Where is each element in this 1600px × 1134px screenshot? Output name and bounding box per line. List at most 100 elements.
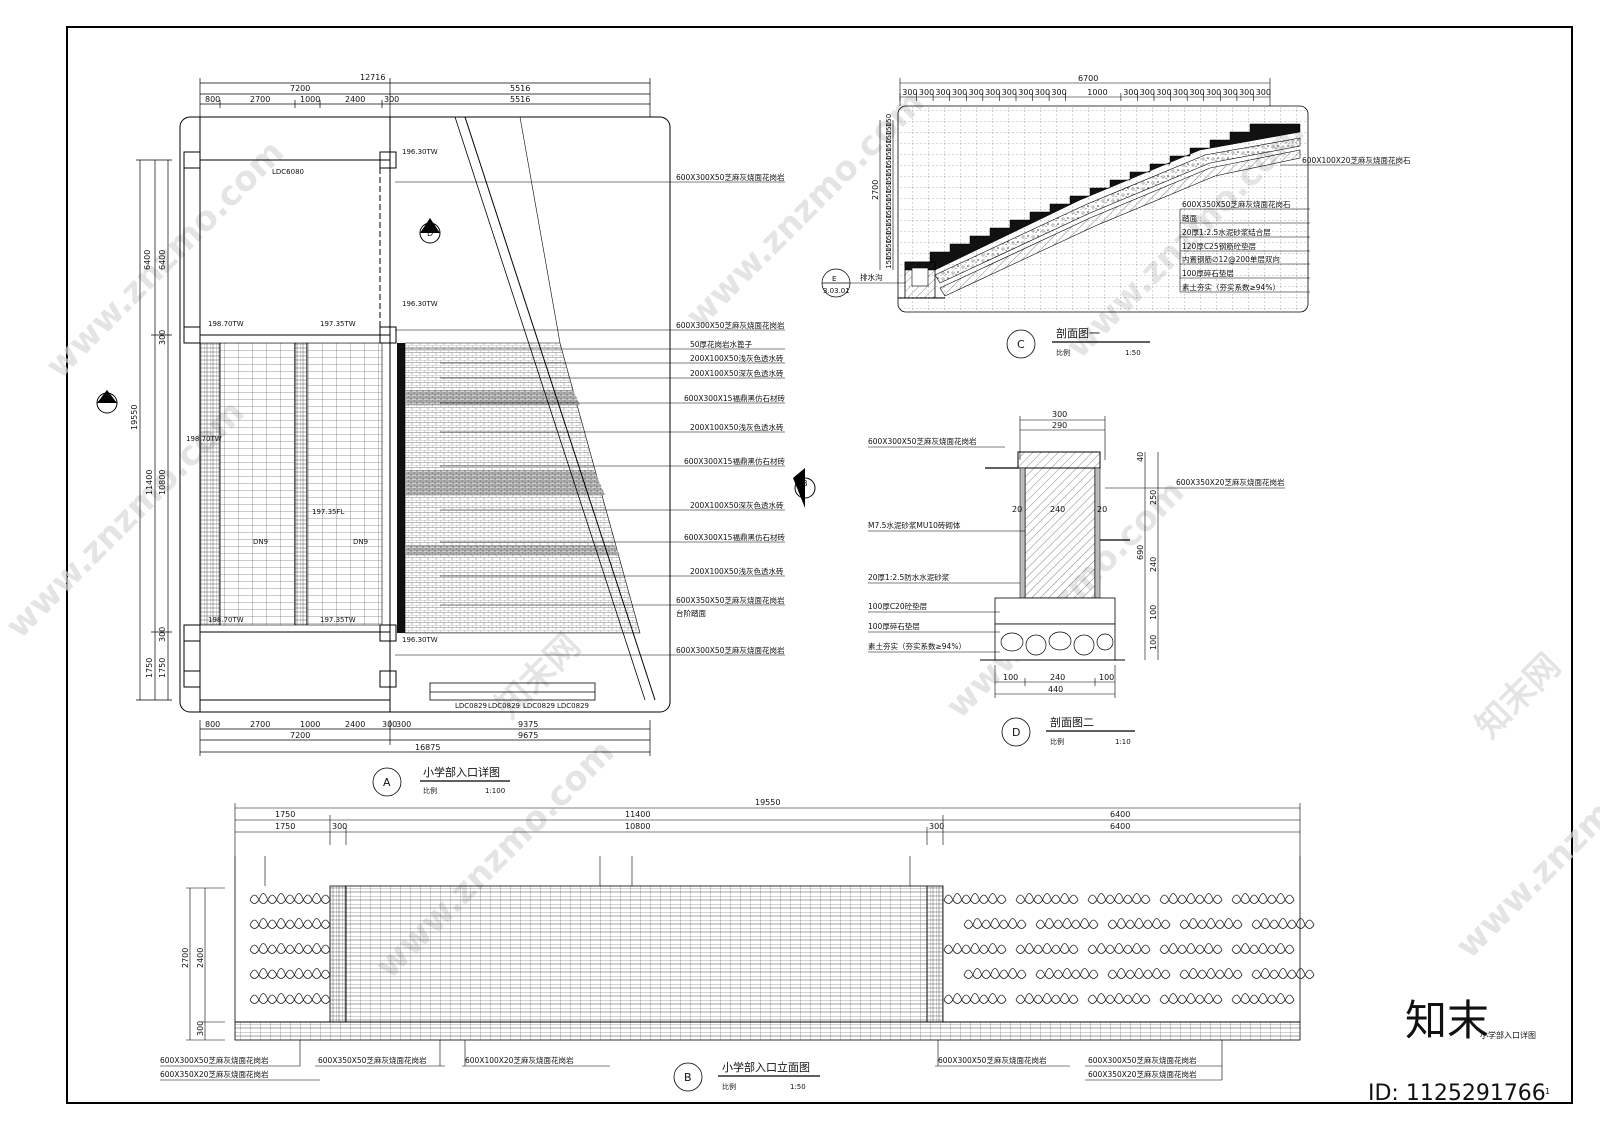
scale-label: 比例 (1050, 737, 1064, 746)
section-c-annotation: 素土夯实（夯实系数≥94%） (1182, 282, 1280, 292)
dimension: 20 (1012, 505, 1022, 514)
dimension: 300 (1256, 88, 1271, 97)
dimension: 690 (1136, 545, 1145, 560)
elevation-b-leaders (160, 1040, 1223, 1081)
plan-a-annotation: 50厚花岗岩水篦子 (690, 339, 753, 349)
shrub (943, 943, 1007, 954)
section-d-cap (1017, 451, 1101, 469)
dimension: 10800 (158, 470, 167, 495)
plan-a-annotation: 200X100X50浅灰色透水砖 (690, 566, 784, 576)
dimension: 9675 (518, 731, 538, 740)
section-c-annotation: 100厚碎石垫层 (1182, 268, 1234, 278)
dimension: 300 (1123, 88, 1138, 97)
section-d-wall (1024, 467, 1096, 599)
dimension: 16875 (415, 743, 440, 752)
dimension: 11400 (625, 810, 650, 819)
dimension: 150 (885, 114, 893, 127)
section-c-annotation: 120厚C25钢筋砼垫层 (1182, 241, 1257, 251)
id-label: ID: 1125291766 (1368, 1081, 1546, 1106)
brand-watermark: 知末 (1405, 996, 1489, 1045)
elevation-b-base (234, 1021, 1301, 1041)
section-c-annotation: 600X350X50芝麻灰烧面花岗石 (1182, 199, 1291, 209)
dimension: 300 (1052, 410, 1067, 419)
shrub (249, 993, 331, 1004)
plan-a-annotation: 200X100X50浅灰色透水砖 (690, 353, 784, 363)
shrub (1035, 918, 1099, 929)
scale-label: 比例 (1056, 348, 1070, 357)
window-tag: LDC0829 (557, 702, 589, 710)
dimension: 150 (885, 180, 893, 193)
plan-a-title: A 小学部入口详图 比例 1:100 (372, 765, 510, 797)
elevation-b-annotation: 600X350X20芝麻灰烧面花岗岩 (160, 1069, 269, 1079)
elevation-label: 196.30TW (402, 636, 438, 644)
shrub (1159, 943, 1223, 954)
dimension: 300 (1018, 88, 1033, 97)
dimension: 150 (885, 155, 893, 168)
dimension: 6400 (1110, 822, 1130, 831)
dimension: 300 (1002, 88, 1017, 97)
elevation-b-dim-top (234, 803, 1301, 856)
dimension: 1750 (145, 658, 154, 678)
plan-a-annotation: 600X300X15福鼎黑仿石材砖 (684, 393, 785, 403)
dimension: 240 (1149, 557, 1158, 572)
section-mark-label: B (802, 479, 808, 488)
plan-a-dim-bottom (199, 720, 651, 756)
elevation-b-annotation: 600X300X50芝麻灰烧面花岗岩 (160, 1055, 269, 1065)
section-d-annotation: 20厚1:2.5防水水泥砂浆 (868, 572, 950, 582)
dimension: 7200 (290, 731, 310, 740)
shrub (1015, 993, 1079, 1004)
elevation-b-annotation: 600X300X50芝麻灰烧面花岗岩 (938, 1055, 1047, 1065)
drawing-title: 剖面图一 (1056, 326, 1100, 340)
dn-tag: DN9 (353, 538, 368, 546)
section-c-annotation: 600X100X20芝麻灰烧面花岗石 (1302, 155, 1411, 165)
section-d-annotation: 600X300X50芝麻灰烧面花岗岩 (868, 436, 977, 446)
dimension: 440 (1048, 685, 1063, 694)
shrub (1231, 943, 1295, 954)
section-mark-d: D (419, 218, 441, 244)
window-tag: LDC0829 (455, 702, 487, 710)
section-d-waterproof (1094, 467, 1101, 599)
scale-value: 1:10 (1115, 738, 1131, 746)
callout-id: A (383, 776, 391, 789)
elevation-b-steps (345, 885, 928, 1023)
plan-a-drain (397, 343, 405, 633)
sheet-title-small: 小学部入口详图 (1480, 1030, 1536, 1040)
dimension: 300 (935, 88, 950, 97)
dimension: 6400 (143, 250, 152, 270)
dimension: 150 (885, 139, 893, 152)
dimension: 6700 (1078, 74, 1098, 83)
shrub (249, 943, 331, 954)
elevation-b-annotation: 600X100X20芝麻灰烧面花岗岩 (465, 1055, 574, 1065)
section-d-annotation: 600X350X20芝麻灰烧面花岗岩 (1176, 477, 1285, 487)
dimension: 1000 (300, 720, 320, 729)
ref-mark: E (832, 275, 836, 283)
section-mark-c: C (96, 390, 118, 414)
dimension: 300 (1239, 88, 1254, 97)
dimension: 150 (885, 164, 893, 177)
plan-a-annotation: 200X100X50深灰色透水砖 (690, 368, 784, 378)
shrub (1231, 893, 1295, 904)
section-d-concrete (994, 597, 1116, 625)
elevation-b-annotation: 600X350X20芝麻灰烧面花岗岩 (1088, 1069, 1197, 1079)
dimension: 150 (885, 197, 893, 210)
dimension: 300 (1173, 88, 1188, 97)
plan-a-annotation: 600X300X15福鼎黑仿石材砖 (684, 532, 785, 542)
drawing-title: 小学部入口详图 (423, 765, 500, 779)
section-c-dim-left (879, 120, 894, 270)
dimension: 300 (919, 88, 934, 97)
plan-a-annotation: 台阶踏面 (676, 608, 706, 618)
plan-a-steps (404, 116, 656, 701)
dimension: 150 (885, 247, 893, 260)
scale-value: 1:50 (790, 1083, 806, 1091)
shrub (1087, 893, 1151, 904)
dimension: 250 (1149, 490, 1158, 505)
section-d-annotation: 100厚碎石垫层 (868, 621, 920, 631)
shrub (1251, 918, 1315, 929)
dimension: 800 (205, 720, 220, 729)
drawing-title: 剖面图二 (1050, 715, 1094, 729)
watermark-cn: 知末网 (488, 626, 588, 726)
dimension: 150 (885, 255, 893, 268)
watermark-site: www.znzmo.com (1448, 712, 1600, 966)
